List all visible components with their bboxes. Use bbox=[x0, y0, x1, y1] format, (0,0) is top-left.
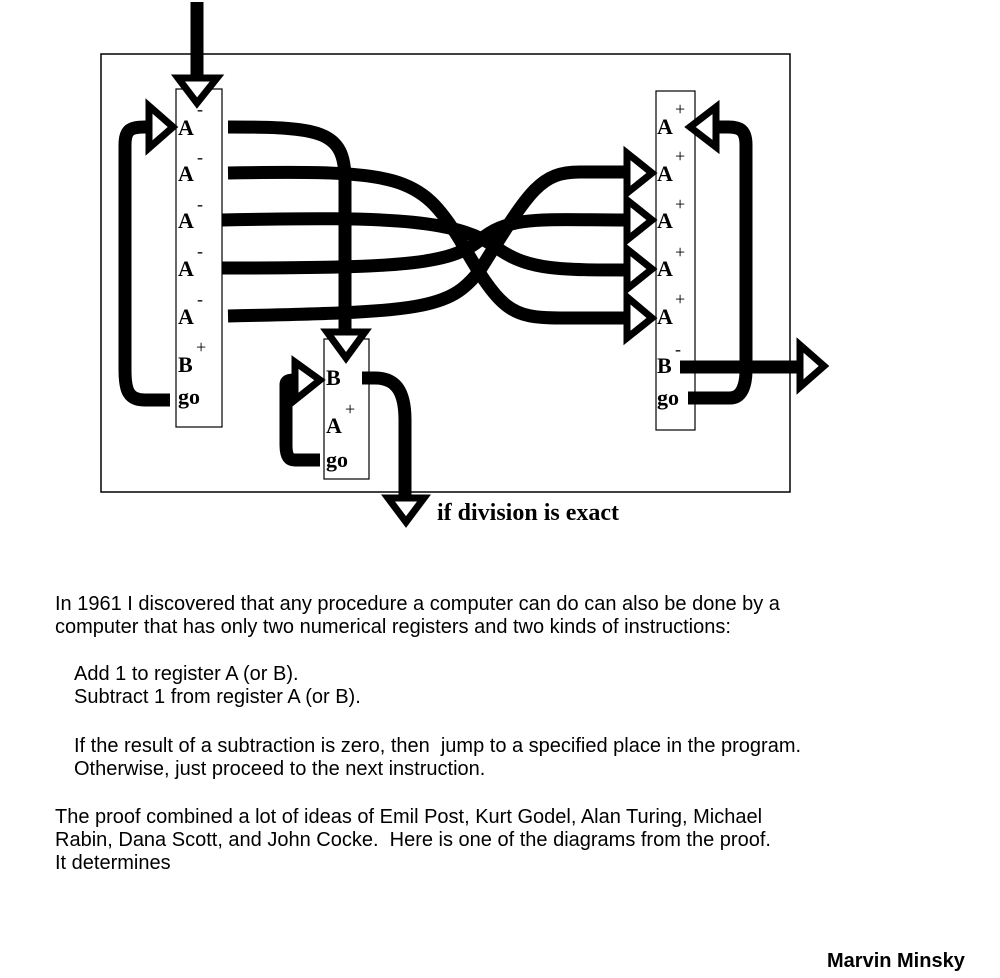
wire-a3-to-right-a4 bbox=[221, 212, 631, 277]
register-sign: + bbox=[345, 399, 355, 419]
register-label: A bbox=[178, 208, 194, 233]
register-label: B bbox=[657, 353, 672, 378]
register-label: A bbox=[657, 304, 673, 329]
register-label: A bbox=[178, 115, 194, 140]
register-label: A bbox=[657, 256, 673, 281]
register-sign: - bbox=[197, 289, 203, 309]
register-sign: - bbox=[675, 339, 681, 359]
register-label: A bbox=[178, 304, 194, 329]
register-sign: - bbox=[197, 241, 203, 261]
register-sign: - bbox=[197, 194, 203, 214]
arrow-right-icon bbox=[796, 337, 830, 395]
arrow-right-icon bbox=[623, 289, 658, 346]
text-line: Subtract 1 from register A (or B). bbox=[74, 686, 361, 708]
text-line: In 1961 I discovered that any procedure … bbox=[55, 593, 780, 615]
text-line: Add 1 to register A (or B). bbox=[74, 663, 299, 685]
register-label: B bbox=[326, 365, 341, 390]
wire-a1-to-middle-b bbox=[227, 120, 352, 330]
wire-middle-b-exit bbox=[362, 371, 412, 495]
paragraph-jump-rule: If the result of a subtraction is zero, … bbox=[74, 735, 801, 781]
left-box-labels: A - A - A - A - A - B + go bbox=[178, 99, 206, 409]
register-sign: + bbox=[675, 242, 685, 262]
text-line: The proof combined a lot of ideas of Emi… bbox=[55, 806, 763, 828]
arrow-right-icon bbox=[145, 98, 179, 156]
wire-a2-to-right-a5 bbox=[227, 165, 630, 325]
arrow-right-icon bbox=[623, 192, 658, 248]
register-sign: + bbox=[675, 146, 685, 166]
register-label: B bbox=[178, 352, 193, 377]
arrow-right-icon bbox=[291, 355, 326, 408]
arrow-down-icon bbox=[170, 74, 225, 109]
wire-right-go-loop bbox=[688, 120, 753, 405]
register-sign: + bbox=[675, 289, 685, 309]
arrow-down-icon bbox=[381, 494, 431, 528]
register-label: A bbox=[178, 256, 194, 281]
wire-a5-to-right-a2 bbox=[227, 165, 630, 323]
go-label: go bbox=[657, 385, 679, 410]
arrow-right-icon bbox=[623, 145, 658, 201]
register-label: A bbox=[326, 413, 342, 438]
arrow-left-icon bbox=[684, 99, 720, 155]
paragraph-intro: In 1961 I discovered that any procedure … bbox=[55, 593, 780, 639]
register-sign: - bbox=[197, 99, 203, 119]
outer-frame bbox=[100, 53, 791, 493]
register-sign: + bbox=[675, 194, 685, 214]
wire-left-go-loop bbox=[118, 120, 170, 407]
text-line: Otherwise, just proceed to the next inst… bbox=[74, 758, 486, 780]
register-sign: + bbox=[196, 337, 206, 357]
go-label: go bbox=[178, 384, 200, 409]
paragraph-instructions: Add 1 to register A (or B).Subtract 1 fr… bbox=[74, 663, 361, 709]
text-line: Rabin, Dana Scott, and John Cocke. Here … bbox=[55, 829, 771, 851]
register-label: A bbox=[657, 114, 673, 139]
right-box-labels: A + A + A + A + A + B - go bbox=[657, 99, 685, 410]
wire-a4-to-right-a3 bbox=[221, 213, 631, 275]
arrow-down-icon bbox=[320, 328, 372, 364]
text-line: If the result of a subtraction is zero, … bbox=[74, 735, 802, 757]
register-label: A bbox=[178, 161, 194, 186]
register-label: A bbox=[657, 161, 673, 186]
paragraph-proof: The proof combined a lot of ideas of Emi… bbox=[55, 806, 771, 875]
middle-box-labels: B A + go bbox=[326, 365, 355, 472]
text-line: It determines bbox=[55, 852, 171, 874]
wire-middle-go-loop bbox=[279, 373, 320, 467]
text-line: computer that has only two numerical reg… bbox=[55, 616, 731, 638]
register-label: A bbox=[657, 208, 673, 233]
go-label: go bbox=[326, 447, 348, 472]
exit-caption: if division is exact bbox=[437, 500, 619, 526]
register-sign: - bbox=[197, 147, 203, 167]
register-sign: + bbox=[675, 99, 685, 119]
author-signature: Marvin Minsky bbox=[827, 950, 965, 972]
arrow-right-icon bbox=[623, 241, 658, 297]
